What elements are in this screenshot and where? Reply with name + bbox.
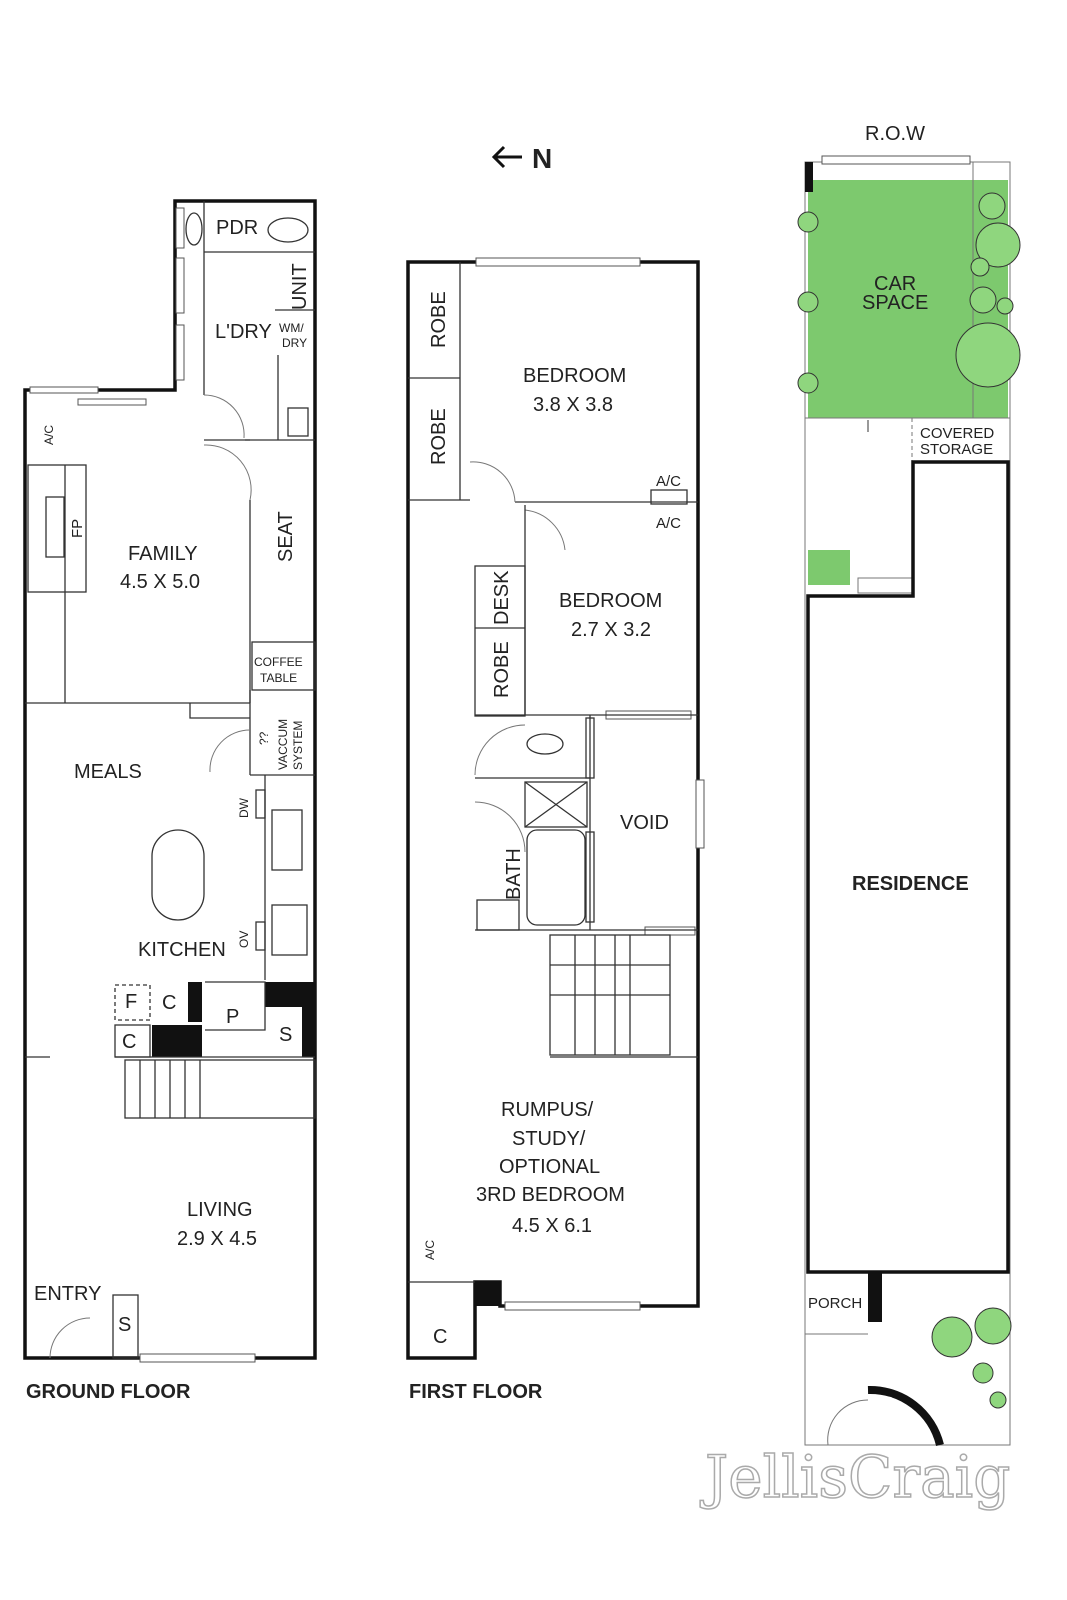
label-p: P xyxy=(226,1006,239,1028)
label-c: C xyxy=(433,1326,447,1348)
label-c: C xyxy=(162,992,176,1014)
label-wm: WM/ xyxy=(279,321,304,335)
label-dw: DW xyxy=(237,797,251,818)
label-ac: A/C xyxy=(656,473,681,490)
label-vaccum: VACCUM xyxy=(276,719,290,770)
label-seat: SEAT xyxy=(275,511,297,562)
label-bedroom-size: 2.7 X 3.2 xyxy=(571,619,651,641)
north-arrow-icon xyxy=(491,145,522,169)
first-floor-labels: ROBE ROBE BEDROOM 3.8 X 3.8 A/C A/C DESK… xyxy=(409,291,681,1403)
label-study: STUDY/ xyxy=(512,1128,586,1150)
label-optional: OPTIONAL xyxy=(499,1156,600,1178)
label-meals: MEALS xyxy=(74,761,142,783)
label-ac: A/C xyxy=(42,425,56,445)
brand-logo: JellisCraig xyxy=(700,1443,1010,1511)
label-bedroom-size: 3.8 X 3.8 xyxy=(533,394,613,416)
label-void: VOID xyxy=(620,812,669,834)
label-s: S xyxy=(279,1024,292,1046)
label-ac: A/C xyxy=(423,1240,437,1260)
label-living-size: 2.9 X 4.5 xyxy=(177,1228,257,1250)
label-bedroom: BEDROOM xyxy=(523,365,626,387)
ground-floor-title: GROUND FLOOR xyxy=(26,1381,191,1403)
label-rumpus-size: 4.5 X 6.1 xyxy=(512,1215,592,1237)
label-family-size: 4.5 X 5.0 xyxy=(120,571,200,593)
label-ac: A/C xyxy=(656,515,681,532)
label-bedroom: BEDROOM xyxy=(559,590,662,612)
ground-floor-labels: PDR UNIT L'DRY WM/ DRY A/C FP FAMILY 4.5… xyxy=(26,217,311,1403)
label-rumpus: RUMPUS/ xyxy=(501,1099,594,1121)
label-living: LIVING xyxy=(187,1199,253,1221)
label-unit: UNIT xyxy=(289,263,311,310)
label-robe: ROBE xyxy=(428,408,450,465)
label-ov: OV xyxy=(237,931,251,948)
label-car: CAR xyxy=(874,273,916,295)
label-residence: RESIDENCE xyxy=(852,873,969,895)
ground-floor-plan xyxy=(23,199,317,1363)
label-c: C xyxy=(122,1031,136,1053)
label-dry: DRY xyxy=(282,336,307,350)
label-covered: COVERED xyxy=(920,425,994,442)
label-space: SPACE xyxy=(862,292,928,314)
label-fp: FP xyxy=(69,519,86,538)
label-3rd-bedroom: 3RD BEDROOM xyxy=(476,1184,625,1206)
label-desk: DESK xyxy=(491,570,513,625)
label-system: SYSTEM xyxy=(291,721,305,770)
first-floor-plan xyxy=(406,257,705,1360)
label-family: FAMILY xyxy=(128,543,198,565)
north-label: N xyxy=(532,143,552,174)
first-floor-title: FIRST FLOOR xyxy=(409,1381,543,1403)
label-s: S xyxy=(118,1314,131,1336)
label-pdr: PDR xyxy=(216,217,258,239)
label-robe: ROBE xyxy=(428,291,450,348)
label-robe: ROBE xyxy=(491,641,513,698)
label-laundry: L'DRY xyxy=(215,321,272,343)
label-table: TABLE xyxy=(260,671,297,685)
label-bath: BATH xyxy=(503,848,525,900)
label-porch: PORCH xyxy=(808,1295,862,1312)
site-labels: R.O.W CAR SPACE COVERED STORAGE RESIDENC… xyxy=(808,123,994,1312)
label-q: ?? xyxy=(257,731,271,745)
site-plan xyxy=(797,155,1021,1447)
label-storage: STORAGE xyxy=(920,441,993,458)
label-coffee: COFFEE xyxy=(254,655,303,669)
label-f: F xyxy=(125,991,137,1013)
label-entry: ENTRY xyxy=(34,1283,101,1305)
label-kitchen: KITCHEN xyxy=(138,939,226,961)
label-row: R.O.W xyxy=(865,123,925,145)
